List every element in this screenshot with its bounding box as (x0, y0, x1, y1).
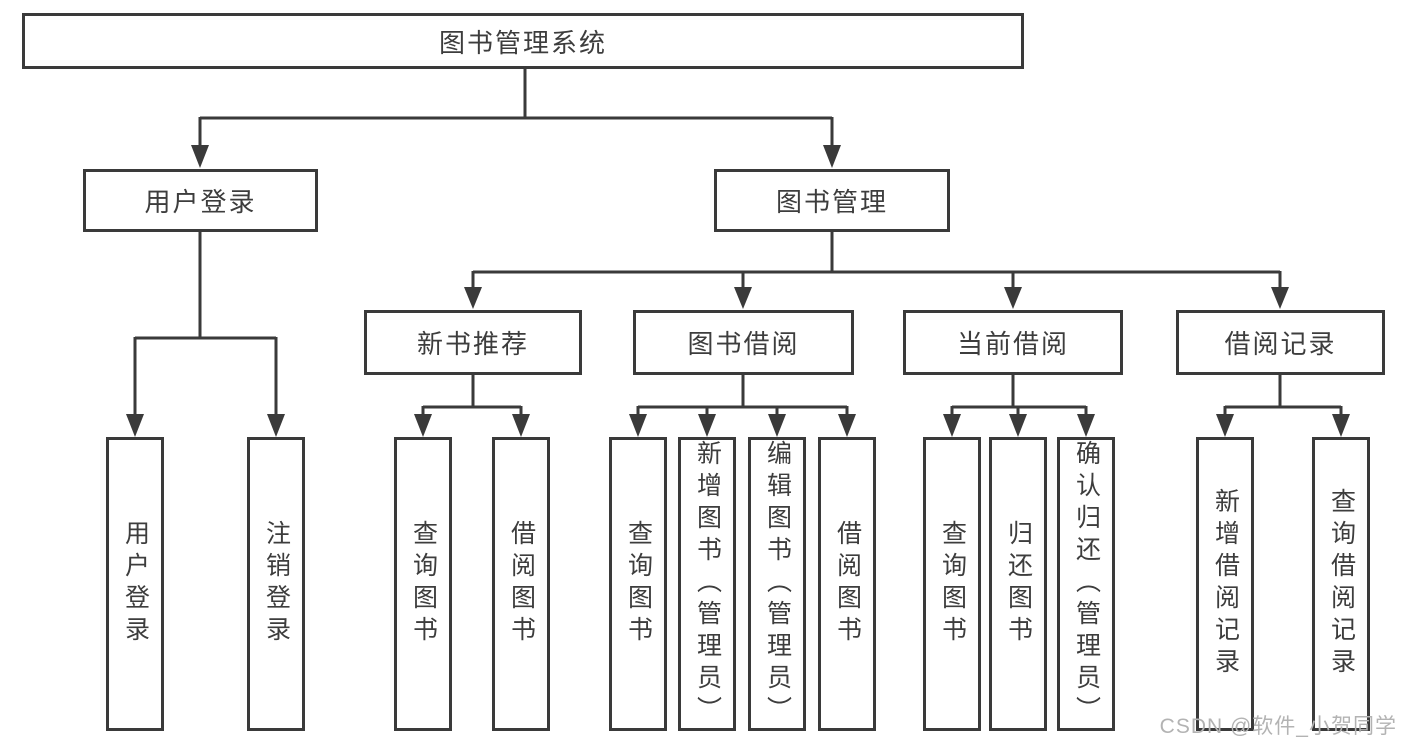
leaf-query-books-borrow: 查询图书 (609, 437, 667, 731)
leaf-query-borrow-record: 查询借阅记录 (1312, 437, 1370, 731)
leaf-query-books-current-label: 查询图书 (938, 520, 967, 648)
leaf-user-login-label: 用户登录 (121, 520, 150, 648)
leaf-borrow-books-label: 借阅图书 (833, 520, 862, 648)
leaf-add-borrow-record-label: 新增借阅记录 (1211, 488, 1240, 680)
leaf-query-borrow-record-label: 查询借阅记录 (1327, 488, 1356, 680)
node-root: 图书管理系统 (22, 13, 1024, 69)
leaf-confirm-return-admin-label: 确认归还（管理员） (1072, 440, 1101, 728)
node-book-borrow: 图书借阅 (633, 310, 854, 375)
node-book-mgmt: 图书管理 (714, 169, 950, 232)
leaf-add-book-admin-label: 新增图书（管理员） (693, 440, 722, 728)
node-new-book-recommend-label: 新书推荐 (416, 329, 529, 359)
node-new-book-recommend: 新书推荐 (364, 310, 582, 375)
leaf-edit-book-admin: 编辑图书（管理员） (748, 437, 806, 731)
leaf-add-borrow-record: 新增借阅记录 (1196, 437, 1254, 731)
leaf-borrow-books-recommend-label: 借阅图书 (507, 520, 536, 648)
leaf-borrow-books: 借阅图书 (818, 437, 876, 731)
node-current-borrow-label: 当前借阅 (956, 329, 1069, 359)
leaf-user-login: 用户登录 (106, 437, 164, 731)
leaf-query-books-recommend-label: 查询图书 (409, 520, 438, 648)
leaf-logout: 注销登录 (247, 437, 305, 731)
leaf-return-books-label: 归还图书 (1004, 520, 1033, 648)
leaf-query-books-borrow-label: 查询图书 (624, 520, 653, 648)
node-root-label: 图书管理系统 (438, 27, 607, 58)
node-user-login-label: 用户登录 (144, 187, 257, 217)
leaf-confirm-return-admin: 确认归还（管理员） (1057, 437, 1115, 731)
node-borrow-records-label: 借阅记录 (1224, 329, 1337, 359)
leaf-add-book-admin: 新增图书（管理员） (678, 437, 736, 731)
leaf-logout-label: 注销登录 (262, 520, 291, 648)
leaf-return-books: 归还图书 (989, 437, 1047, 731)
node-current-borrow: 当前借阅 (903, 310, 1123, 375)
leaf-borrow-books-recommend: 借阅图书 (492, 437, 550, 731)
leaf-edit-book-admin-label: 编辑图书（管理员） (763, 440, 792, 728)
watermark-text: CSDN @软件_小贺同学 (1159, 715, 1397, 738)
leaf-query-books-current: 查询图书 (923, 437, 981, 731)
node-book-borrow-label: 图书借阅 (687, 329, 800, 359)
node-borrow-records: 借阅记录 (1176, 310, 1385, 375)
node-book-mgmt-label: 图书管理 (775, 187, 888, 217)
node-user-login: 用户登录 (83, 169, 318, 232)
leaf-query-books-recommend: 查询图书 (394, 437, 452, 731)
